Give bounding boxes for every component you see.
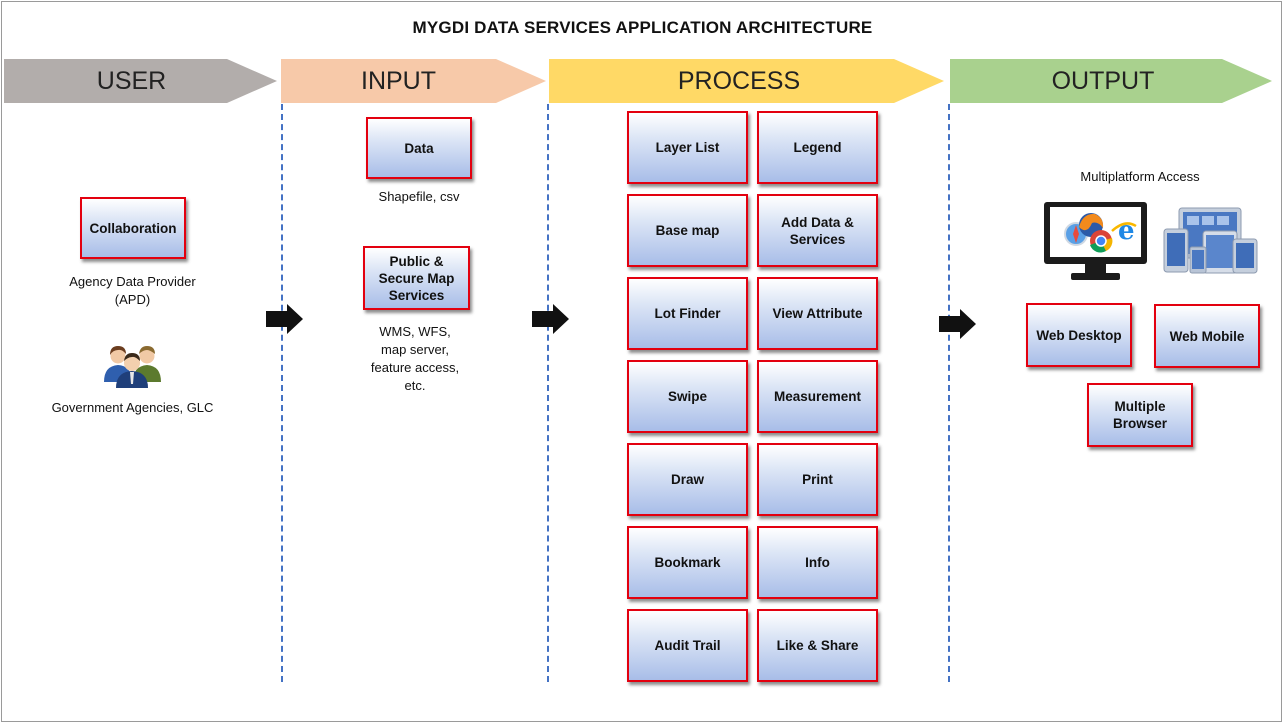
process-item: Print (757, 443, 878, 516)
stage-process-label: PROCESS (677, 66, 801, 95)
process-item: Bookmark (627, 526, 748, 599)
stage-user: USER (4, 59, 277, 103)
process-item: Add Data & Services (757, 194, 878, 267)
flow-arrow-icon (939, 309, 976, 339)
web-mobile-box: Web Mobile (1154, 304, 1260, 368)
flow-arrow-icon (266, 304, 303, 334)
collaboration-box: Collaboration (80, 197, 186, 259)
process-item: Swipe (627, 360, 748, 433)
stage-user-label: USER (96, 66, 167, 95)
process-item: Audit Trail (627, 609, 748, 682)
process-item: Base map (627, 194, 748, 267)
separator-user-input (281, 104, 283, 682)
stage-output: OUTPUT (950, 59, 1272, 103)
process-item: Legend (757, 111, 878, 184)
separator-input-process (547, 104, 549, 682)
flow-arrow-icon (532, 304, 569, 334)
process-item: Like & Share (757, 609, 878, 682)
svg-text:e: e (1118, 216, 1135, 246)
process-item: Draw (627, 443, 748, 516)
agencies-label: Government Agencies, GLC (51, 400, 214, 415)
stage-input-label: INPUT (361, 66, 436, 95)
map-services-caption: WMS, WFS, map server, feature access, et… (370, 324, 460, 393)
process-item: Info (757, 526, 878, 599)
apd-label: Agency Data Provider (APD) (69, 274, 196, 307)
data-caption: Shapefile, csv (378, 189, 460, 204)
stage-input: INPUT (281, 59, 546, 103)
process-item: Layer List (627, 111, 748, 184)
people-group-icon (104, 346, 161, 388)
multiple-browser-box: Multiple Browser (1087, 383, 1193, 447)
diagram-title: MYGDI DATA SERVICES APPLICATION ARCHITEC… (412, 18, 873, 37)
process-item: View Attribute (757, 277, 878, 350)
process-item: Lot Finder (627, 277, 748, 350)
web-desktop-box: Web Desktop (1026, 303, 1132, 367)
multiplatform-label: Multiplatform Access (1080, 169, 1200, 184)
map-services-box: Public & Secure Map Services (363, 246, 470, 310)
desktop-browsers-icon: e (1044, 202, 1147, 280)
stage-output-label: OUTPUT (1051, 66, 1155, 95)
separator-process-output (948, 104, 950, 682)
stage-process: PROCESS (549, 59, 944, 103)
data-box: Data (366, 117, 472, 179)
mobile-devices-icon (1163, 207, 1258, 274)
process-item: Measurement (757, 360, 878, 433)
